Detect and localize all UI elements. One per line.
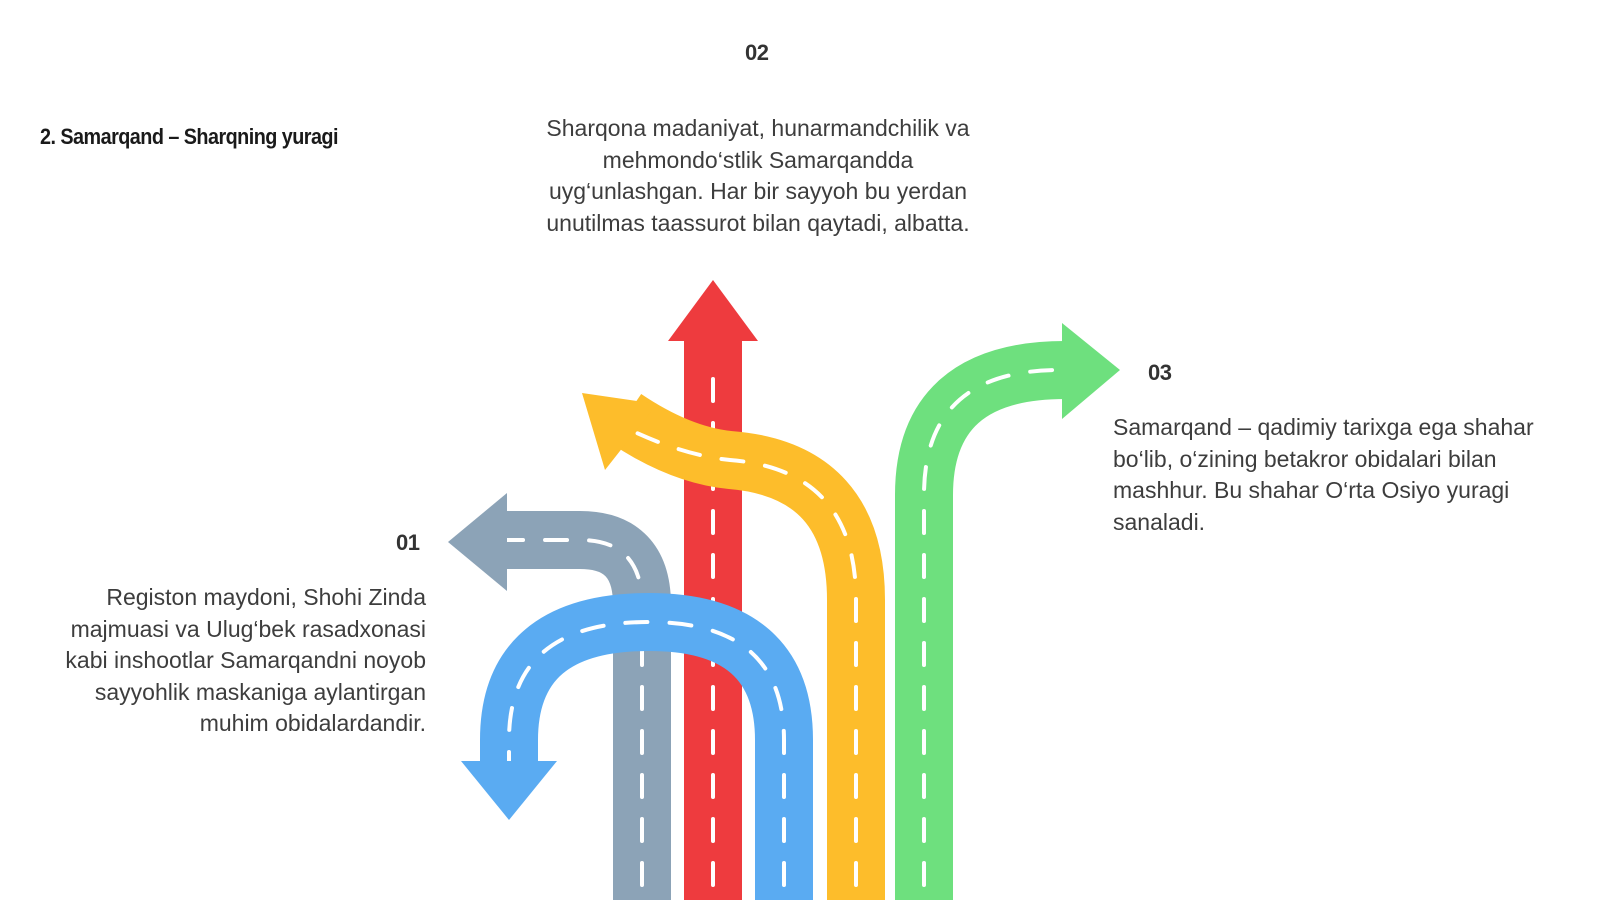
yellow-road-arrow — [582, 393, 885, 900]
blue-arrowhead — [461, 761, 557, 820]
item-03-text: Samarqand – qadimiy tarixga ega shahar b… — [1113, 414, 1534, 535]
item-02-number: 02 — [745, 40, 769, 65]
green-road-lanes — [922, 368, 1062, 887]
page-title: 2. Samarqand – Sharqning yuragi — [40, 124, 338, 149]
item-02-text: Sharqona madaniyat, hunarmandchilik va m… — [546, 115, 970, 236]
blue-road-arrow — [461, 592, 813, 900]
gray-arrowhead — [448, 493, 507, 591]
yellow-road-body — [608, 393, 885, 900]
green-arrowhead — [1062, 323, 1120, 419]
green-road-arrow — [895, 323, 1120, 900]
red-arrowhead — [668, 280, 758, 341]
red-road-arrow — [668, 280, 758, 900]
item-01-number: 01 — [396, 530, 420, 555]
green-road-body — [895, 341, 1066, 900]
blue-road-lanes — [507, 619, 786, 887]
yellow-arrowhead — [582, 393, 657, 470]
item-01-text: Registon maydoni, Shohi Zinda majmuasi v… — [65, 584, 426, 736]
item-03-number: 03 — [1148, 360, 1172, 385]
